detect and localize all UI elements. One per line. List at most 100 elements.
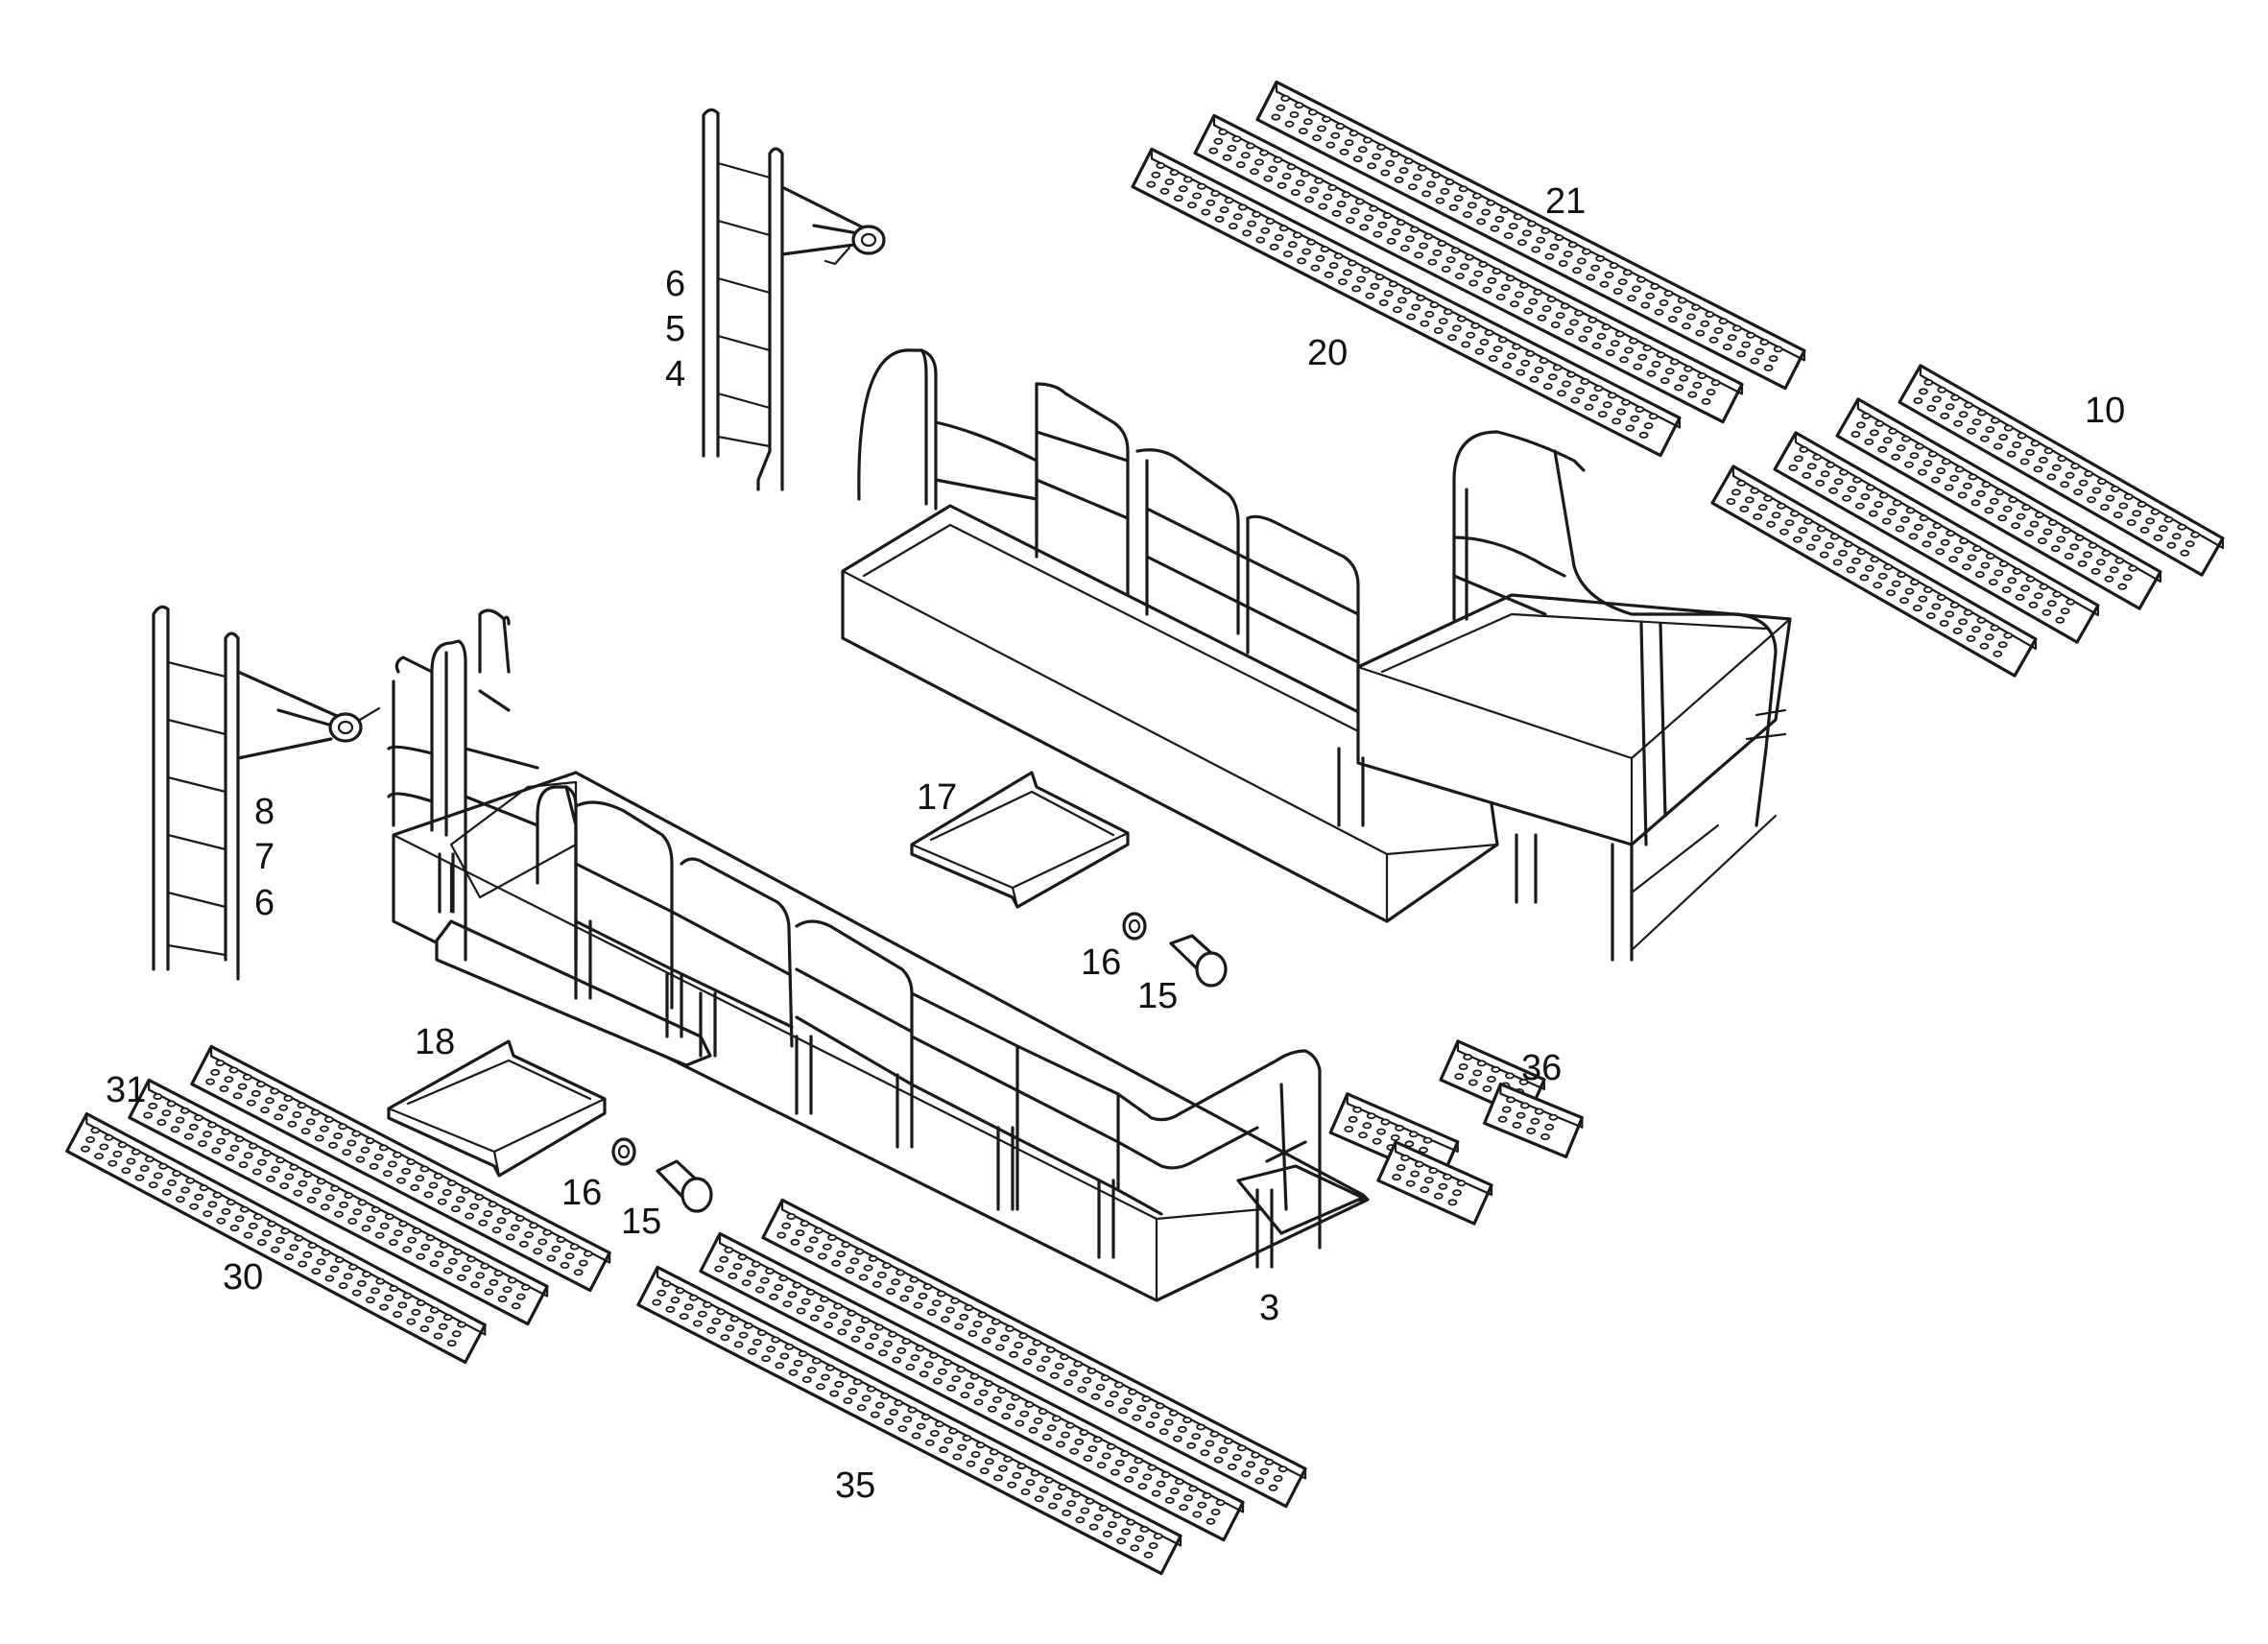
- grating-hole: [1405, 1179, 1416, 1187]
- grating-hole: [1495, 293, 1506, 300]
- grating-hole: [297, 1102, 307, 1109]
- grating-hole: [1349, 130, 1359, 137]
- grating-hole: [1905, 507, 1916, 514]
- grating-hole: [1268, 165, 1278, 173]
- grating-hole: [1900, 515, 1910, 523]
- grating-hole: [1395, 1124, 1404, 1132]
- grating-hole: [706, 1326, 716, 1334]
- grating-hole: [1516, 1111, 1526, 1119]
- grating-hole: [1705, 310, 1715, 318]
- grating-hole: [1503, 231, 1514, 239]
- grating-hole: [2095, 559, 2106, 566]
- grating-hole: [1574, 309, 1584, 317]
- callout-15-lower: 15: [621, 1202, 661, 1242]
- grating-hole: [2015, 593, 2025, 601]
- grating-hole: [1151, 1489, 1161, 1497]
- callout-15-upper: 15: [1137, 976, 1178, 1016]
- grating-hole: [1492, 268, 1502, 275]
- grating-hole: [502, 1286, 513, 1294]
- grating-hole: [901, 1338, 912, 1346]
- grating-hole: [1958, 411, 1969, 418]
- grating-hole: [248, 1142, 258, 1150]
- grating-hole: [2190, 531, 2201, 538]
- grating-hole: [510, 1224, 520, 1231]
- grating-hole: [1895, 525, 1905, 533]
- grating-hole: [338, 1123, 348, 1131]
- grating-hole: [827, 1234, 837, 1242]
- grating-hole: [1873, 582, 1883, 589]
- grating-hole: [1766, 520, 1776, 528]
- grating-hole: [1586, 274, 1596, 281]
- grating-hole: [761, 1355, 771, 1363]
- grating-hole: [1990, 624, 2000, 631]
- grating-hole: [1146, 180, 1157, 188]
- grating-hole: [771, 1336, 780, 1344]
- grating-hole: [1005, 1325, 1015, 1333]
- grating-hole: [878, 1349, 888, 1357]
- grating-hole: [351, 1130, 362, 1137]
- grating-hole: [1887, 509, 1897, 516]
- grating-hole: [1650, 282, 1660, 290]
- grating-hole: [1502, 362, 1512, 369]
- grating-hole: [175, 1116, 185, 1124]
- plank-10-a: [1898, 364, 2225, 577]
- grating-hole: [2113, 512, 2123, 519]
- grating-hole: [1020, 1489, 1031, 1496]
- grating-hole: [1386, 237, 1397, 245]
- grating-hole: [1552, 364, 1563, 371]
- grating-hole: [275, 1156, 286, 1164]
- grating-hole: [1669, 358, 1680, 366]
- grating-hole: [402, 1292, 413, 1299]
- grating-hole: [1560, 302, 1570, 310]
- grating-hole: [1945, 610, 1955, 618]
- grating-hole: [858, 1274, 869, 1281]
- grating-hole: [1327, 183, 1338, 191]
- grating-hole: [397, 1301, 408, 1309]
- grating-hole: [1402, 287, 1412, 295]
- grating-hole: [1869, 429, 1879, 437]
- grating-hole: [2052, 590, 2063, 598]
- grating-hole: [1507, 352, 1516, 360]
- grating-hole: [1191, 1433, 1202, 1441]
- grating-hole: [821, 1373, 830, 1381]
- grating-hole: [1338, 278, 1348, 286]
- grating-hole: [1333, 252, 1344, 260]
- grating-hole: [1359, 224, 1369, 231]
- grating-hole: [1527, 220, 1537, 227]
- grating-hole: [1104, 1400, 1114, 1408]
- grating-hole: [2104, 575, 2114, 583]
- grating-hole: [387, 1160, 397, 1168]
- grating-hole: [2078, 479, 2089, 487]
- grating-hole: [1859, 574, 1870, 582]
- grating-hole: [1864, 438, 1874, 445]
- grating-hole: [1980, 561, 1991, 569]
- grating-hole: [1506, 1096, 1516, 1104]
- grating-hole: [1993, 442, 2003, 450]
- grating-hole: [1414, 1160, 1424, 1168]
- grating-hole: [714, 1265, 725, 1273]
- grating-hole: [1295, 179, 1305, 187]
- grating-hole: [2070, 463, 2081, 470]
- grating-hole: [316, 1178, 326, 1185]
- grating-hole: [805, 1288, 816, 1296]
- grating-hole: [1569, 319, 1579, 326]
- grating-hole: [1426, 180, 1436, 188]
- plank-35-a: [761, 1198, 1307, 1509]
- grating-hole: [501, 1207, 512, 1215]
- grating-hole: [1079, 1429, 1089, 1437]
- grating-hole: [1214, 215, 1225, 223]
- grating-hole: [369, 1162, 379, 1170]
- grating-hole: [1390, 150, 1400, 157]
- grating-hole: [869, 1333, 879, 1341]
- grating-hole: [378, 1144, 389, 1152]
- grating-hole: [1897, 571, 1906, 579]
- grating-hole: [1142, 1473, 1153, 1481]
- grating-hole: [1109, 1391, 1119, 1398]
- grating-hole: [1182, 176, 1193, 183]
- grating-hole: [229, 1145, 240, 1153]
- grating-hole: [1629, 337, 1638, 345]
- grating-hole: [1619, 356, 1629, 364]
- grating-hole: [1826, 461, 1835, 468]
- grating-hole: [1245, 142, 1255, 150]
- grating-hole: [948, 1427, 958, 1435]
